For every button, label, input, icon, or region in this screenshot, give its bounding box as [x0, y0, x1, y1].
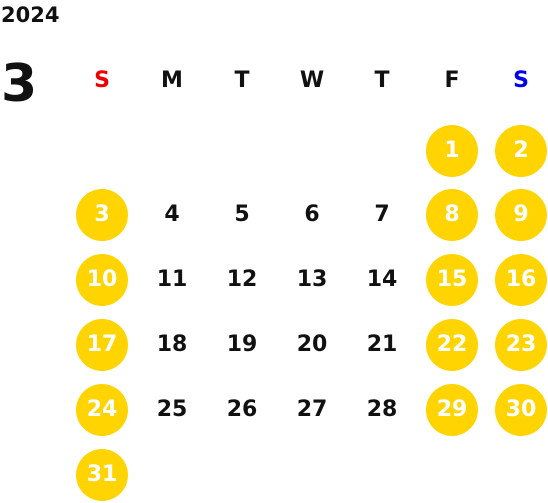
- calendar-day-6[interactable]: 6: [304, 202, 320, 227]
- calendar-year: 2024: [1, 3, 60, 27]
- weekday-header-6: S: [513, 68, 529, 93]
- calendar-day-21[interactable]: 21: [366, 332, 398, 357]
- weekday-header-4: T: [374, 68, 390, 93]
- calendar-day-8[interactable]: 8: [426, 189, 478, 241]
- calendar-day-10[interactable]: 10: [76, 254, 128, 306]
- calendar-day-22[interactable]: 22: [426, 319, 478, 371]
- calendar-day-25[interactable]: 25: [156, 397, 188, 422]
- calendar-day-20[interactable]: 20: [296, 332, 328, 357]
- calendar-day-18[interactable]: 18: [156, 332, 188, 357]
- calendar-day-13[interactable]: 13: [296, 267, 328, 292]
- calendar-day-26[interactable]: 26: [226, 397, 258, 422]
- calendar-day-9[interactable]: 9: [495, 189, 547, 241]
- calendar-day-24[interactable]: 24: [76, 384, 128, 436]
- calendar-day-29[interactable]: 29: [426, 384, 478, 436]
- calendar-day-17[interactable]: 17: [76, 319, 128, 371]
- calendar-day-12[interactable]: 12: [226, 267, 258, 292]
- calendar-day-15[interactable]: 15: [426, 254, 478, 306]
- weekday-header-0: S: [94, 68, 110, 93]
- weekday-header-1: M: [161, 68, 183, 93]
- calendar-day-3[interactable]: 3: [76, 189, 128, 241]
- calendar-day-23[interactable]: 23: [495, 319, 547, 371]
- calendar-day-16[interactable]: 16: [495, 254, 547, 306]
- calendar-day-2[interactable]: 2: [495, 125, 547, 177]
- calendar-day-19[interactable]: 19: [226, 332, 258, 357]
- calendar-day-7[interactable]: 7: [374, 202, 390, 227]
- calendar-day-4[interactable]: 4: [164, 202, 180, 227]
- calendar-day-28[interactable]: 28: [366, 397, 398, 422]
- calendar-day-14[interactable]: 14: [366, 267, 398, 292]
- calendar-day-30[interactable]: 30: [495, 384, 547, 436]
- calendar-month: 3: [1, 54, 38, 114]
- calendar-day-11[interactable]: 11: [156, 267, 188, 292]
- weekday-header-5: F: [444, 68, 460, 93]
- calendar-day-5[interactable]: 5: [234, 202, 250, 227]
- weekday-header-3: W: [299, 68, 325, 93]
- calendar-day-31[interactable]: 31: [76, 449, 128, 501]
- calendar-day-27[interactable]: 27: [296, 397, 328, 422]
- calendar-day-1[interactable]: 1: [426, 125, 478, 177]
- weekday-header-2: T: [234, 68, 250, 93]
